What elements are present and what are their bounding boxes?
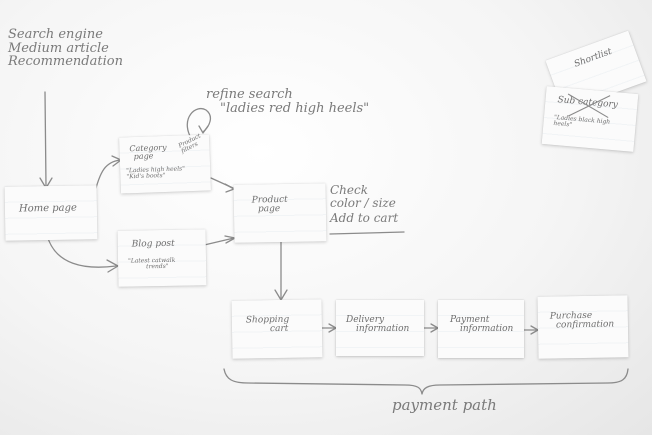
blog-post-title: Blog post <box>131 238 175 250</box>
payment-path-label: payment path <box>392 396 497 414</box>
delivery-label-line-2: information <box>356 324 410 335</box>
action-color-size: color / size <box>330 195 396 210</box>
category-examples: "Ladies high heels" "Kid's boots" <box>126 165 185 181</box>
product-page-label: Product page <box>252 195 288 216</box>
add-to-cart-underline <box>329 231 405 235</box>
blog-post-examples: "Latest catwalk trends" <box>128 257 176 271</box>
delivery-info-card: Delivery information <box>336 300 424 356</box>
action-add-to-cart: Add to cart <box>330 211 399 226</box>
product-actions-note: Check color / size Add to cart <box>330 184 398 225</box>
product-filters-note: Product filters <box>177 132 205 155</box>
blog-example-line-2: trends" <box>146 263 169 271</box>
payment-path-brace <box>223 368 629 395</box>
arrow-sources-to-home <box>44 91 47 187</box>
shopping-cart-card: Shopping cart <box>231 299 323 359</box>
category-title-line-2: page <box>133 151 154 162</box>
action-check: Check <box>330 183 369 197</box>
payment-info-label: Payment information <box>450 315 514 335</box>
payment-info-card: Payment information <box>438 300 524 358</box>
purchase-confirmation-label: Purchase confirmation <box>550 311 615 331</box>
source-recommendation: Recommendation <box>8 54 123 70</box>
arrow-home-to-blog <box>46 234 117 268</box>
cross-out-mark <box>567 93 611 119</box>
arrow-home-to-category <box>93 159 121 197</box>
category-example-2: "Kid's boots" <box>126 172 166 181</box>
delivery-label-line-1: Delivery <box>346 315 385 325</box>
home-page-label: Home page <box>18 202 78 215</box>
refine-search-title: refine search <box>206 87 293 102</box>
arrowhead-refine <box>198 125 209 134</box>
confirmation-label-line-2: confirmation <box>555 319 615 331</box>
cart-label-line-2: cart <box>269 324 289 335</box>
sub-category-card: Sub category "Ladies black high heels" <box>541 86 639 152</box>
product-page-card: Product page <box>233 183 327 243</box>
payment-label-line-1: Payment <box>450 315 490 325</box>
payment-label-line-2: information <box>460 324 514 335</box>
refine-search-note: refine search "ladies red high heels" <box>206 88 369 115</box>
category-page-title: Category page <box>129 143 167 162</box>
product-label-line-2: page <box>257 204 281 215</box>
shopping-cart-label: Shopping cart <box>246 315 290 336</box>
purchase-confirmation-card: Purchase confirmation <box>537 295 629 359</box>
shortlist-label: Shortlist <box>572 46 614 70</box>
home-page-card: Home page <box>4 185 98 241</box>
delivery-info-label: Delivery information <box>346 315 410 335</box>
blog-post-card: Blog post "Latest catwalk trends" <box>117 229 207 287</box>
traffic-sources: Search engine Medium article Recommendat… <box>8 28 123 69</box>
source-medium-article: Medium article <box>8 40 109 56</box>
source-search-engine: Search engine <box>8 27 103 42</box>
refine-search-query: "ladies red high heels" <box>220 100 370 116</box>
category-page-card: Category page "Ladies high heels" "Kid's… <box>119 132 211 194</box>
